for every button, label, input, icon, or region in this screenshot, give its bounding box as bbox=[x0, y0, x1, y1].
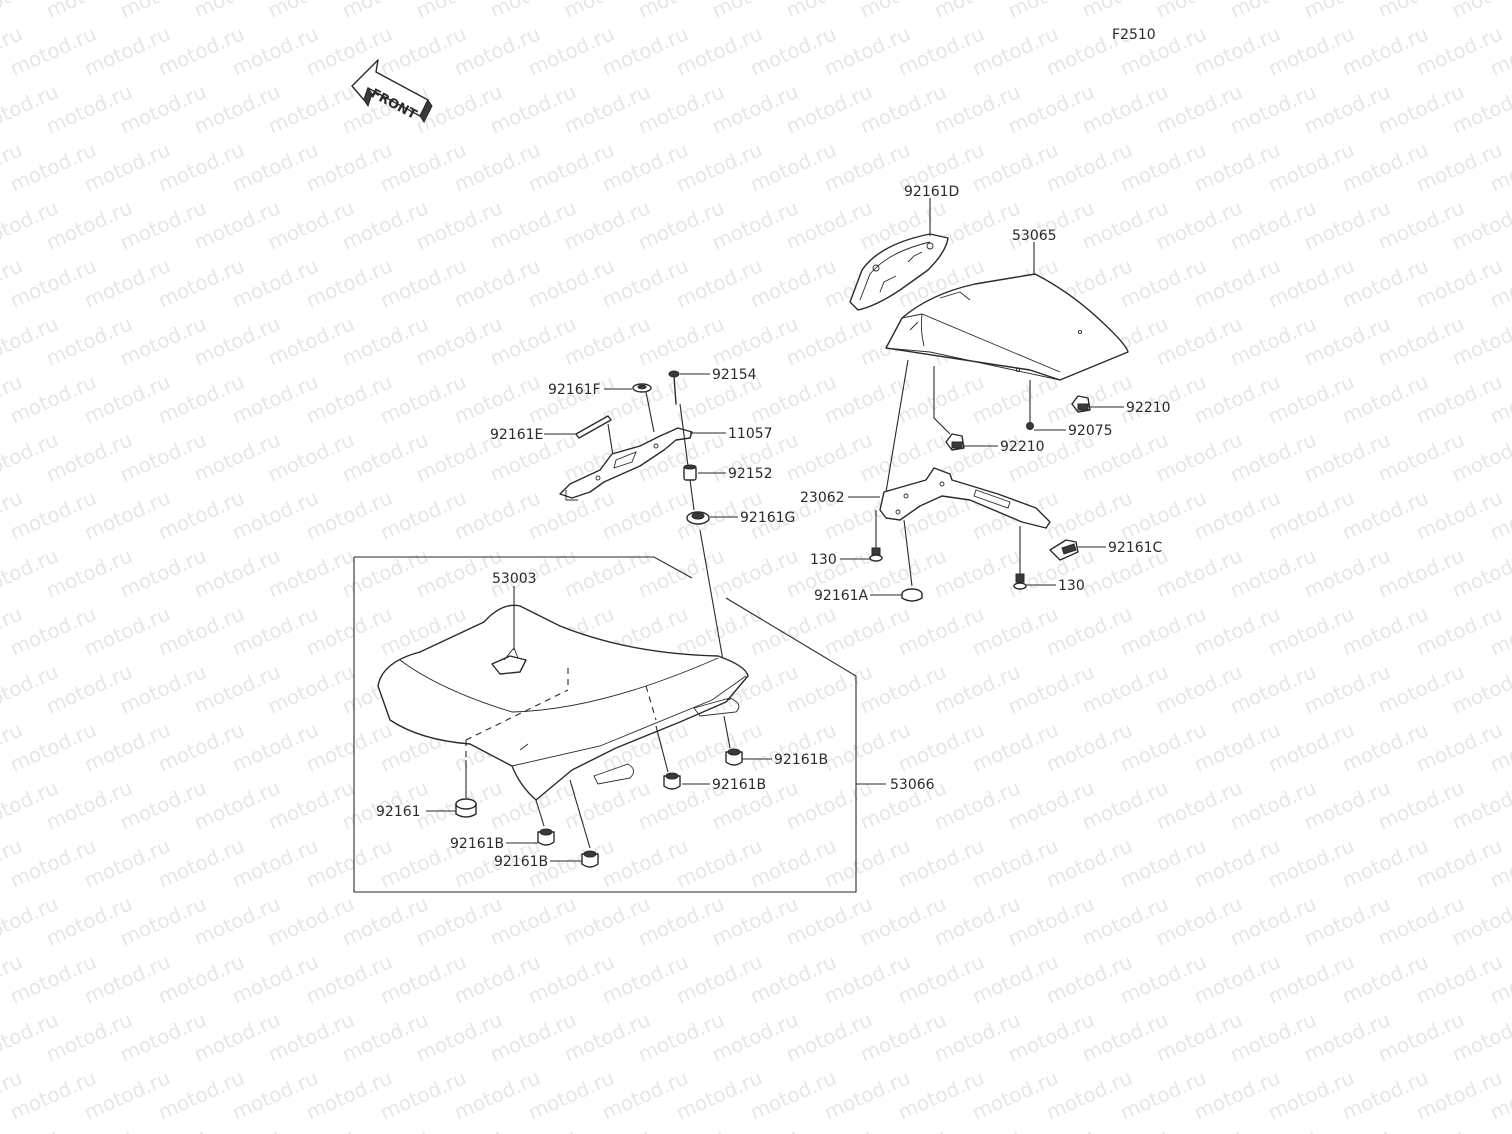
assembly-frame bbox=[353, 557, 857, 893]
part-92161G bbox=[686, 479, 710, 525]
label-130-left: 130 bbox=[810, 552, 837, 568]
label-92161F: 92161F bbox=[548, 382, 601, 398]
part-92161C bbox=[1049, 539, 1079, 561]
part-92161B-1 bbox=[723, 715, 743, 766]
part-92152 bbox=[679, 403, 697, 481]
part-92161B-3 bbox=[535, 799, 555, 846]
label-92161C: 92161C bbox=[1108, 540, 1163, 556]
label-92075: 92075 bbox=[1068, 423, 1113, 439]
part-11057 bbox=[559, 427, 693, 501]
watermark-text: motod.ru bbox=[486, 1123, 580, 1134]
label-23062: 23062 bbox=[800, 490, 845, 506]
part-130-left bbox=[869, 510, 883, 562]
watermark-text: motod.ru bbox=[42, 1123, 136, 1134]
label-92161G: 92161G bbox=[740, 510, 795, 526]
label-92161D: 92161D bbox=[904, 184, 959, 200]
watermark-text: motod.ru bbox=[708, 1123, 802, 1134]
part-92154 bbox=[668, 370, 680, 405]
diagram-code: F2510 bbox=[1112, 27, 1156, 43]
watermark-text: motod.ru bbox=[190, 1123, 284, 1134]
watermark-text: motod.ru bbox=[560, 1123, 654, 1134]
assembly-frame-top bbox=[354, 556, 693, 579]
label-92210-lower: 92210 bbox=[1000, 439, 1045, 455]
watermark-text: motod.ru bbox=[1004, 1123, 1098, 1134]
label-53003: 53003 bbox=[492, 571, 537, 587]
watermark-text: motod.ru bbox=[1152, 1123, 1246, 1134]
label-53065: 53065 bbox=[1012, 228, 1057, 244]
label-92152: 92152 bbox=[728, 466, 773, 482]
part-53003 bbox=[377, 604, 749, 801]
part-53065 bbox=[885, 273, 1129, 381]
watermark-text: motod.ru bbox=[0, 1123, 62, 1134]
label-92161B-2: 92161B bbox=[712, 777, 766, 793]
label-130-right: 130 bbox=[1058, 578, 1085, 594]
watermark-text: motod.ru bbox=[782, 1123, 876, 1134]
watermark-text: motod.ru bbox=[1374, 1123, 1468, 1134]
label-53066: 53066 bbox=[890, 777, 935, 793]
label-92154: 92154 bbox=[712, 367, 757, 383]
label-92161E: 92161E bbox=[490, 427, 543, 443]
part-130-right bbox=[1013, 526, 1027, 590]
part-92210-lower bbox=[945, 433, 965, 451]
part-92210-upper bbox=[1071, 395, 1091, 413]
watermark-text: motod.ru bbox=[116, 1123, 210, 1134]
watermark-text: motod.ru bbox=[1226, 1123, 1320, 1134]
part-92161B-2 bbox=[655, 725, 681, 790]
watermark-text: motod.ru bbox=[1448, 0, 1512, 23]
watermark-text: motod.ru bbox=[338, 1123, 432, 1134]
label-92161B-1: 92161B bbox=[774, 752, 828, 768]
watermark-text: motod.ru bbox=[634, 1123, 728, 1134]
part-23062 bbox=[879, 467, 1051, 529]
watermark-text: motod.ru bbox=[930, 1123, 1024, 1134]
label-92161: 92161 bbox=[376, 804, 421, 820]
watermark-text: motod.ru bbox=[1300, 1123, 1394, 1134]
label-92161A: 92161A bbox=[814, 588, 869, 604]
label-92161B-3: 92161B bbox=[450, 836, 504, 852]
watermark-text: motod.ru bbox=[412, 1123, 506, 1134]
part-92161A bbox=[901, 519, 923, 602]
label-92210-upper: 92210 bbox=[1126, 400, 1171, 416]
watermark-text: motod.ru bbox=[1078, 1123, 1172, 1134]
label-11057: 11057 bbox=[728, 426, 773, 442]
part-92161 bbox=[455, 740, 477, 818]
watermark-text: motod.ru bbox=[856, 1123, 950, 1134]
part-92161D bbox=[849, 233, 949, 311]
part-92161B-4 bbox=[569, 779, 599, 868]
watermark-text: motod.ru bbox=[264, 1123, 358, 1134]
part-92161F bbox=[632, 383, 655, 433]
part-92075 bbox=[1026, 380, 1034, 430]
label-92161B-4: 92161B bbox=[494, 854, 548, 870]
